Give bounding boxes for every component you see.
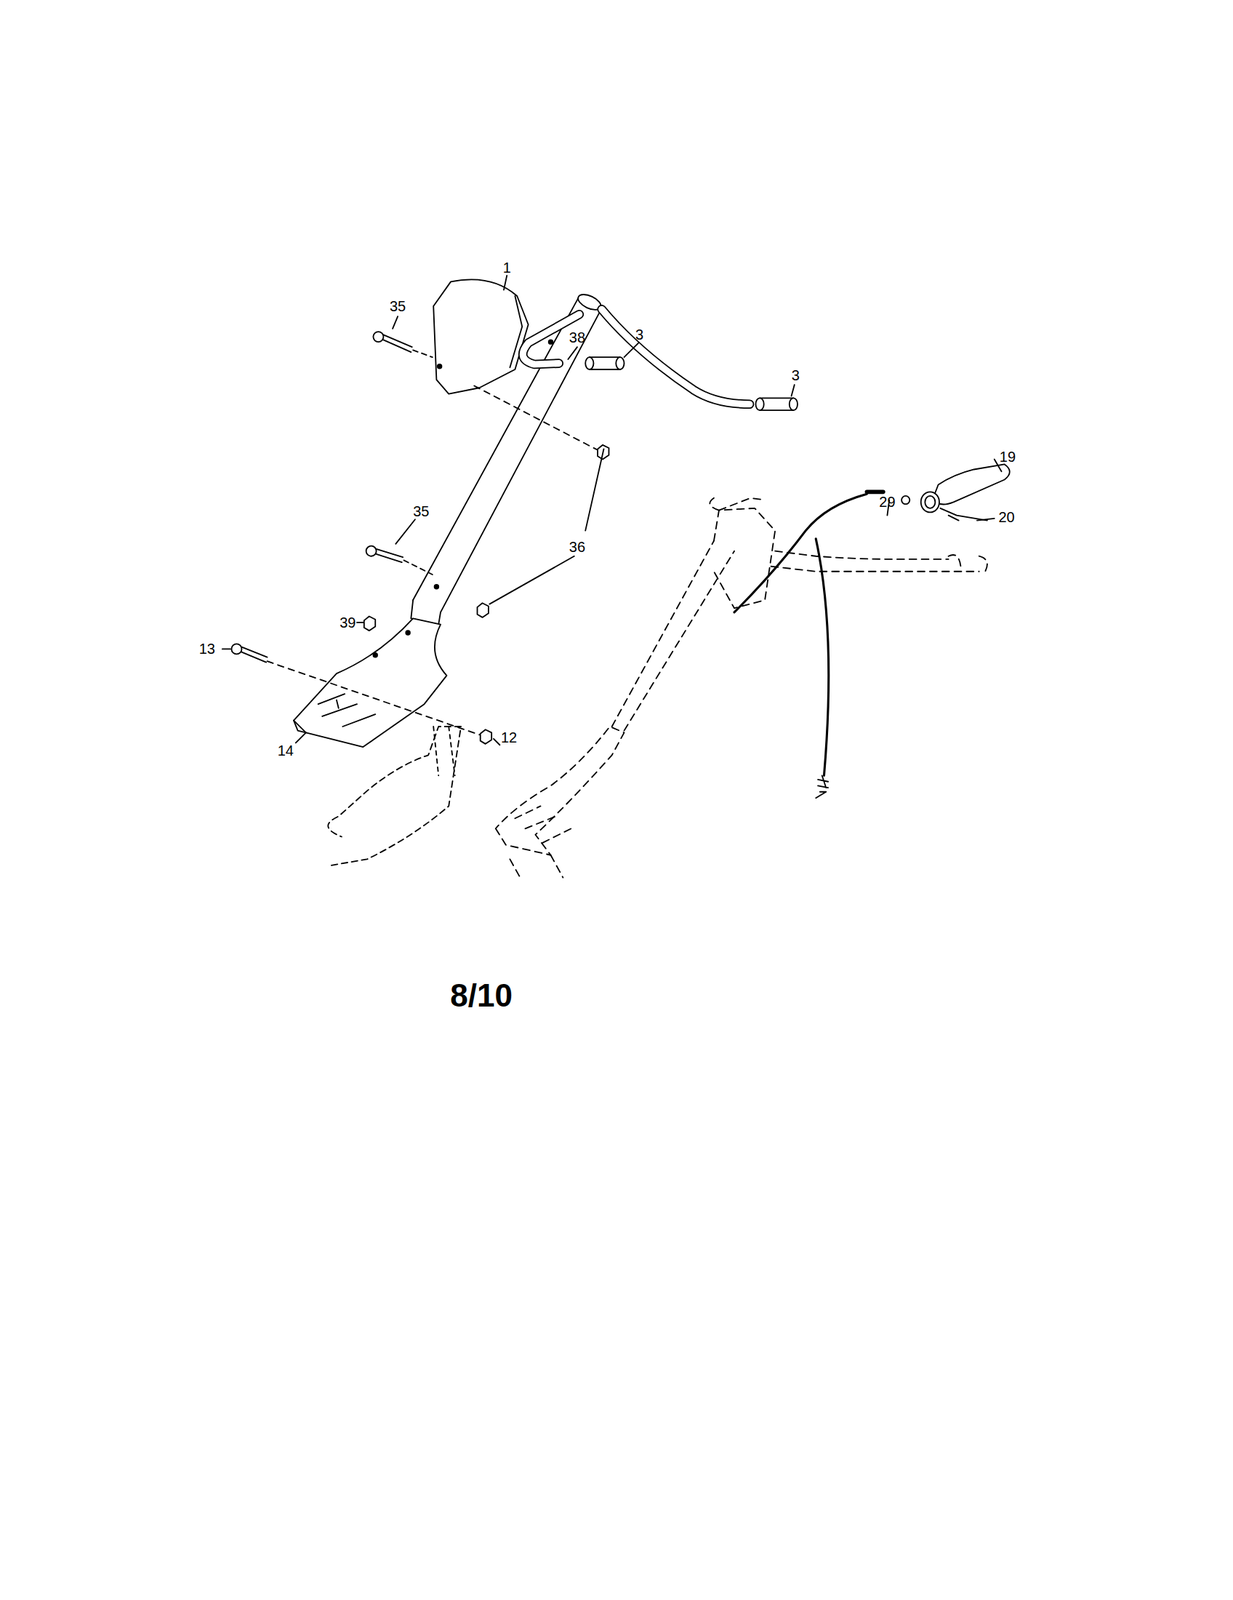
callout-number: 39 (339, 615, 356, 630)
callout-number: 12 (500, 729, 517, 745)
callout-number: 29 (878, 494, 895, 509)
callout-number: 14 (277, 742, 294, 758)
callout-number: 20 (998, 509, 1015, 525)
callout-number: 3 (791, 367, 800, 383)
callout-number: 35 (389, 298, 406, 314)
callout-number: 36 (569, 539, 586, 554)
callout-number: 38 (569, 330, 586, 345)
callout-number: 35 (412, 503, 429, 519)
callout-number: 19 (999, 449, 1016, 464)
callout-number: 3 (635, 327, 644, 342)
callout-number: 13 (199, 641, 216, 656)
callout-number: 1 (503, 260, 512, 275)
page-number: 8/10 (450, 979, 513, 1012)
